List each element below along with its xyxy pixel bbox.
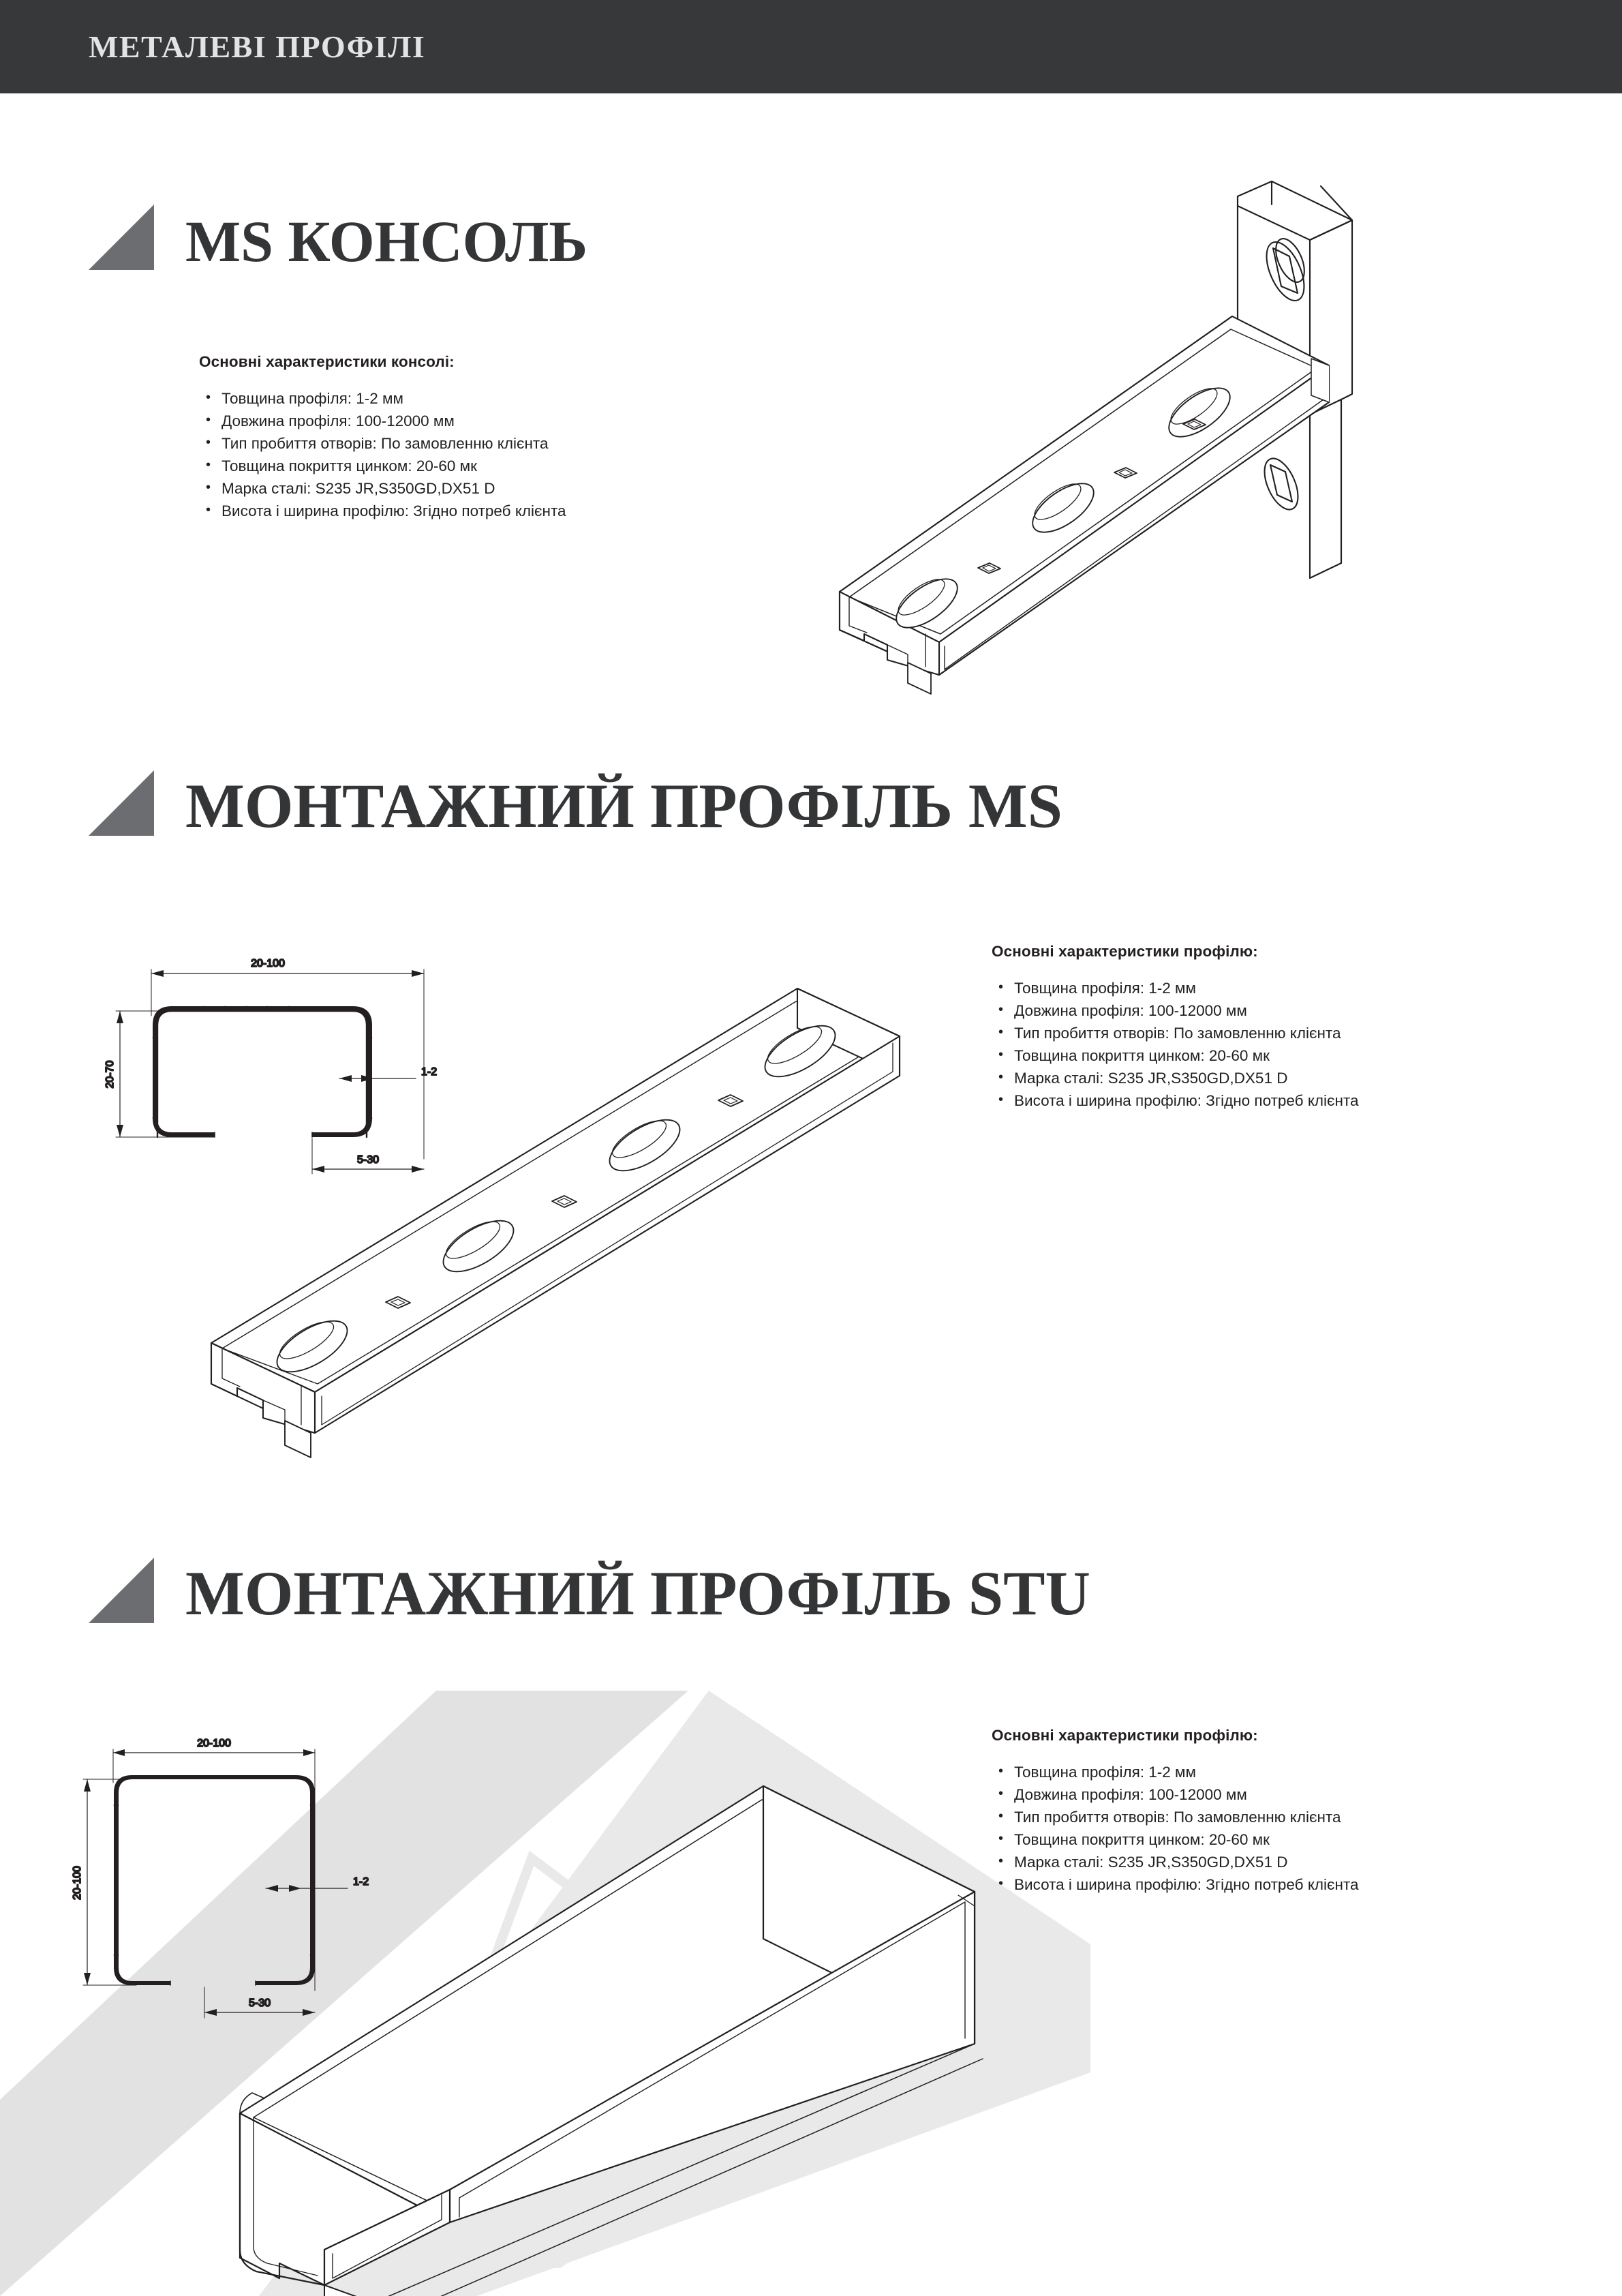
page-title: МЕТАЛЕВІ ПРОФІЛІ xyxy=(89,29,426,64)
section-3-spec-block: Основні характеристики профілю: Товщина … xyxy=(992,1727,1359,1896)
list-item: Марка сталі: S235 JR,S350GD,DX51 D xyxy=(992,1066,1359,1089)
ms-cross-section-drawing: 20-100 20-70 1-2 5-30 xyxy=(95,934,491,1213)
list-item: Товщина профіля: 1-2 мм xyxy=(992,1760,1359,1783)
ms-width-dim-label: 20-100 xyxy=(251,958,285,969)
section-2-spec-list: Товщина профіля: 1-2 мм Довжина профіля:… xyxy=(992,976,1359,1112)
stu-lip-dim-label: 5-30 xyxy=(249,1997,271,2009)
section-2-title: МОНТАЖНИЙ ПРОФІЛЬ MS xyxy=(185,770,1062,841)
section-montazhnyi-profil-ms: МОНТАЖНИЙ ПРОФІЛЬ MS Основні характерист… xyxy=(0,0,1622,1458)
stu-thickness-dim-label: 1-2 xyxy=(353,1876,369,1888)
section-1-title: MS КОНСОЛЬ xyxy=(185,209,588,275)
stu-cross-section-drawing: 20-100 20-100 1-2 5-30 xyxy=(61,1718,382,2019)
list-item: Товщина профіля: 1-2 мм xyxy=(992,976,1359,999)
list-item: Тип пробиття отворів: По замовленню кліє… xyxy=(992,1021,1359,1044)
stu-tube-isometric-drawing xyxy=(204,1772,1009,2296)
list-item: Висота і ширина профілю: Згідно потреб к… xyxy=(992,1089,1359,1112)
section-3-spec-heading: Основні характеристики профілю: xyxy=(992,1727,1258,1744)
ms-strut-isometric-drawing xyxy=(198,975,927,1466)
section-3-title: МОНТАЖНИЙ ПРОФІЛЬ STU xyxy=(185,1558,1090,1628)
list-item: Марка сталі: S235 JR,S350GD,DX51 D xyxy=(992,1850,1359,1873)
triangle-marker-icon xyxy=(89,770,154,836)
list-item: Тип пробиття отворів: По замовленню кліє… xyxy=(199,432,566,455)
list-item: Товщина покриття цинком: 20-60 мк xyxy=(992,1828,1359,1851)
section-3-spec-list: Товщина профіля: 1-2 мм Довжина профіля:… xyxy=(992,1760,1359,1896)
section-1-spec-list: Товщина профіля: 1-2 мм Довжина профіля:… xyxy=(199,387,566,522)
list-item: Довжина профіля: 100-12000 мм xyxy=(199,409,566,432)
list-item: Довжина профіля: 100-12000 мм xyxy=(992,999,1359,1022)
stu-height-dim-label: 20-100 xyxy=(72,1866,83,1900)
ms-thickness-dim-label: 1-2 xyxy=(421,1066,437,1078)
section-1-spec-block: Основні характеристики консолі: Товщина … xyxy=(199,353,566,522)
list-item: Марка сталі: S235 JR,S350GD,DX51 D xyxy=(199,477,566,500)
triangle-marker-icon xyxy=(89,1558,154,1623)
section-1-heading: MS КОНСОЛЬ xyxy=(89,205,588,275)
list-item: Товщина профіля: 1-2 мм xyxy=(199,387,566,410)
list-item: Висота і ширина профілю: Згідно потреб к… xyxy=(992,1873,1359,1896)
section-ms-konsol: MS КОНСОЛЬ Основні характеристики консол… xyxy=(0,0,1622,723)
ms-lip-dim-label: 5-30 xyxy=(357,1154,379,1166)
ms-bracket-isometric-drawing xyxy=(804,157,1370,695)
section-2-spec-block: Основні характеристики профілю: Товщина … xyxy=(992,943,1359,1112)
stu-width-dim-label: 20-100 xyxy=(197,1738,231,1749)
section-2-spec-heading: Основні характеристики профілю: xyxy=(992,943,1258,960)
list-item: Довжина профіля: 100-12000 мм xyxy=(992,1783,1359,1806)
list-item: Товщина покриття цинком: 20-60 мк xyxy=(199,454,566,477)
list-item: Тип пробиття отворів: По замовленню кліє… xyxy=(992,1805,1359,1828)
page-header: МЕТАЛЕВІ ПРОФІЛІ xyxy=(0,0,1622,93)
section-3-heading: МОНТАЖНИЙ ПРОФІЛЬ STU xyxy=(89,1558,1090,1628)
section-1-spec-heading: Основні характеристики консолі: xyxy=(199,353,455,370)
section-2-heading: МОНТАЖНИЙ ПРОФІЛЬ MS xyxy=(89,770,1062,841)
ms-height-dim-label: 20-70 xyxy=(104,1060,116,1088)
list-item: Товщина покриття цинком: 20-60 мк xyxy=(992,1044,1359,1067)
list-item: Висота і ширина профілю: Згідно потреб к… xyxy=(199,499,566,522)
